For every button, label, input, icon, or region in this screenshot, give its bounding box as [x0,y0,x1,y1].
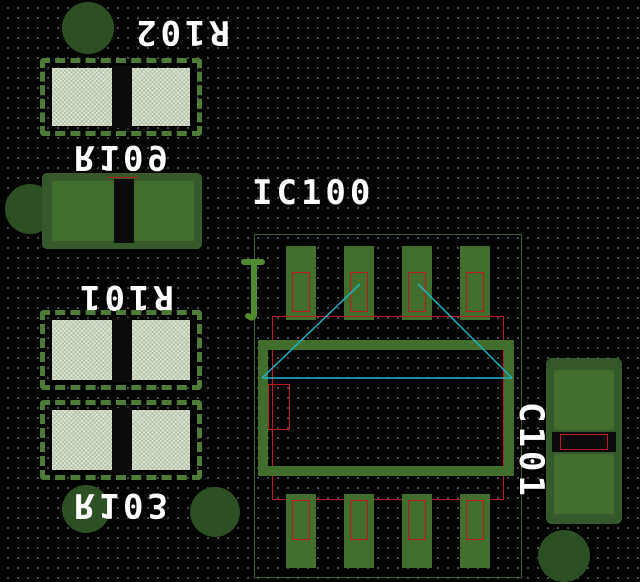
ic100-pin-4[interactable] [460,494,490,568]
ic100-pin-7-outline [350,272,368,312]
via-bottom-left[interactable] [62,485,110,533]
r101-gap [112,318,132,382]
ic100-pin1-notch [268,384,290,430]
ic100-pin-3-outline [408,500,426,540]
ic100-pin-8-outline [292,272,310,312]
r103-pad-1[interactable] [52,410,112,470]
c101-pad-1[interactable] [554,370,614,430]
refdes-c101-wrap: C101 [508,402,551,500]
footprint-r101[interactable] [40,310,202,390]
r109-gap [114,179,134,243]
c101-gap [552,432,616,452]
refdes-r101: R101 [76,277,174,317]
r101-outline [40,310,202,390]
refdes-ic100: IC100 [252,173,375,213]
via-bottom-right[interactable] [538,530,590,582]
r102-pad-2[interactable] [132,68,190,126]
footprint-r103[interactable] [40,400,202,480]
ic100-pin-3[interactable] [402,494,432,568]
r102-outline [40,58,202,136]
r109-pad-2[interactable] [134,181,194,241]
ic100-pin-1-outline [292,500,310,540]
pin1-marker-icon [241,259,265,321]
ic100-pin-7[interactable] [344,246,374,320]
refdes-r103: R103 [74,485,172,525]
ic100-courtyard [272,316,504,500]
r103-pad-2[interactable] [132,410,190,470]
r109-courtyard [108,177,138,178]
footprint-r102[interactable] [40,58,202,136]
ic100-pin-4-outline [466,500,484,540]
ic100-pin-1[interactable] [286,494,316,568]
r103-gap [112,408,132,472]
footprint-c101[interactable] [546,358,622,524]
r109-pad-1[interactable] [52,181,114,241]
r101-pad-1[interactable] [52,320,112,380]
r103-outline [40,400,202,480]
r102-gap [112,66,132,128]
via-bottom-center[interactable] [190,487,240,537]
r102-pad-1[interactable] [52,68,112,126]
ic100-pin-2[interactable] [344,494,374,568]
ic100-pin-5[interactable] [460,246,490,320]
ic100-pin-8[interactable] [286,246,316,320]
ic100-pin-2-outline [350,500,368,540]
ic100-body[interactable] [258,340,514,476]
footprint-r109[interactable] [42,173,202,249]
c101-pad-2[interactable] [554,454,614,514]
ic100-pin-5-outline [466,272,484,312]
c101-courtyard-inner [560,434,608,450]
via-top-left[interactable] [62,2,114,54]
ic100-pin-6[interactable] [402,246,432,320]
r101-pad-2[interactable] [132,320,190,380]
refdes-c101: C101 [511,402,551,500]
